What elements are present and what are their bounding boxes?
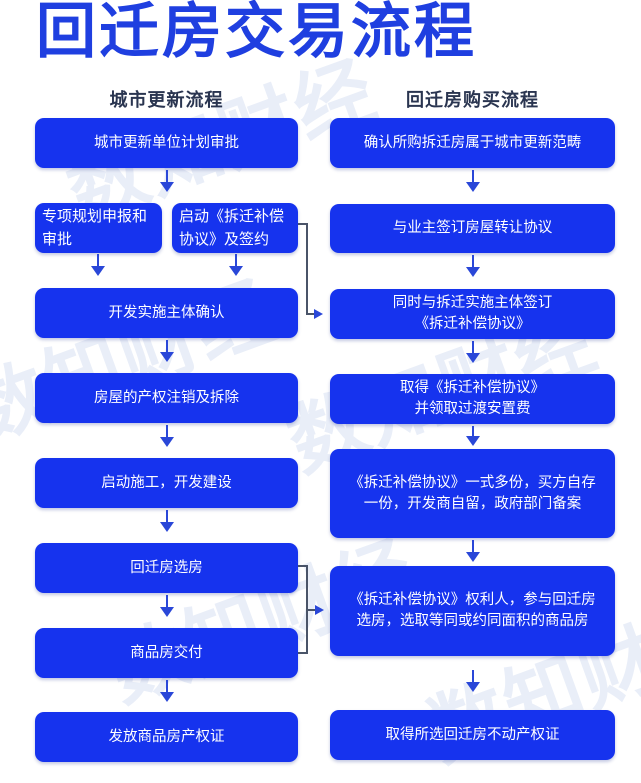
step-label: 启动《拆迁补偿 协议》及签约 bbox=[179, 207, 285, 248]
step-label: 房屋的产权注销及拆除 bbox=[94, 389, 239, 406]
flow-step-right-2: 与业主签订房屋转让协议 bbox=[330, 204, 615, 253]
flow-step-left-7: 商品房交付 bbox=[35, 628, 298, 678]
right-arrow-icon bbox=[314, 309, 323, 319]
step-label: 专项规划申报和 审批 bbox=[42, 207, 148, 248]
connector-line bbox=[298, 565, 307, 567]
step-label: 《拆迁补偿协议》一式多份，买方自存 一份，开发商自留，政府部门备案 bbox=[349, 474, 596, 512]
connector-line bbox=[298, 652, 307, 654]
step-label: 城市更新单位计划审批 bbox=[94, 134, 239, 151]
flow-step-right-1: 确认所购拆迁房属于城市更新范畴 bbox=[330, 118, 615, 168]
step-label: 与业主签订房屋转让协议 bbox=[392, 220, 553, 236]
right-arrow-icon bbox=[315, 605, 324, 615]
connector-line bbox=[306, 223, 308, 315]
flow-step-left-3: 开发实施主体确认 bbox=[35, 288, 298, 338]
step-label: 确认所购拆迁房属于城市更新范畴 bbox=[363, 134, 582, 151]
page-title: 回迁房交易流程 bbox=[36, 0, 477, 67]
flow-step-left-2b: 启动《拆迁补偿 协议》及签约 bbox=[172, 203, 298, 253]
step-label: 取得《拆迁补偿协议》 并领取过渡安置费 bbox=[400, 380, 545, 417]
step-label: 《拆迁补偿协议》权利人，参与回迁房 选房，选取等同或约同面积的商品房 bbox=[349, 592, 596, 629]
flow-step-left-5: 启动施工，开发建设 bbox=[35, 458, 298, 508]
flow-step-right-5: 《拆迁补偿协议》一式多份，买方自存 一份，开发商自留，政府部门备案 bbox=[330, 449, 615, 538]
connector-line bbox=[298, 223, 307, 225]
connector-line bbox=[307, 609, 315, 611]
step-label: 启动施工，开发建设 bbox=[101, 474, 232, 491]
flow-step-left-1: 城市更新单位计划审批 bbox=[35, 118, 298, 168]
step-label: 同时与拆迁实施主体签订 《拆迁补偿协议》 bbox=[392, 295, 553, 332]
step-label: 发放商品房产权证 bbox=[108, 728, 225, 745]
right-column-title: 回迁房购买流程 bbox=[406, 90, 539, 111]
flow-step-right-3: 同时与拆迁实施主体签订 《拆迁补偿协议》 bbox=[330, 289, 615, 339]
flow-step-right-6: 《拆迁补偿协议》权利人，参与回迁房 选房，选取等同或约同面积的商品房 bbox=[330, 566, 615, 656]
flow-step-right-4: 取得《拆迁补偿协议》 并领取过渡安置费 bbox=[330, 374, 615, 424]
step-label: 开发实施主体确认 bbox=[108, 304, 225, 321]
left-column-title: 城市更新流程 bbox=[109, 90, 224, 111]
flow-step-left-6: 回迁房选房 bbox=[35, 543, 298, 593]
flow-step-right-7: 取得所选回迁房不动产权证 bbox=[330, 710, 615, 760]
watermark: 数知财经 bbox=[0, 265, 289, 460]
step-label: 商品房交付 bbox=[130, 644, 203, 661]
step-label: 取得所选回迁房不动产权证 bbox=[385, 726, 560, 743]
connector-line bbox=[306, 313, 315, 315]
flow-step-left-2a: 专项规划申报和 审批 bbox=[35, 203, 162, 253]
step-label: 回迁房选房 bbox=[130, 559, 203, 576]
flow-step-left-8: 发放商品房产权证 bbox=[35, 712, 298, 762]
flow-step-left-4: 房屋的产权注销及拆除 bbox=[35, 373, 298, 423]
